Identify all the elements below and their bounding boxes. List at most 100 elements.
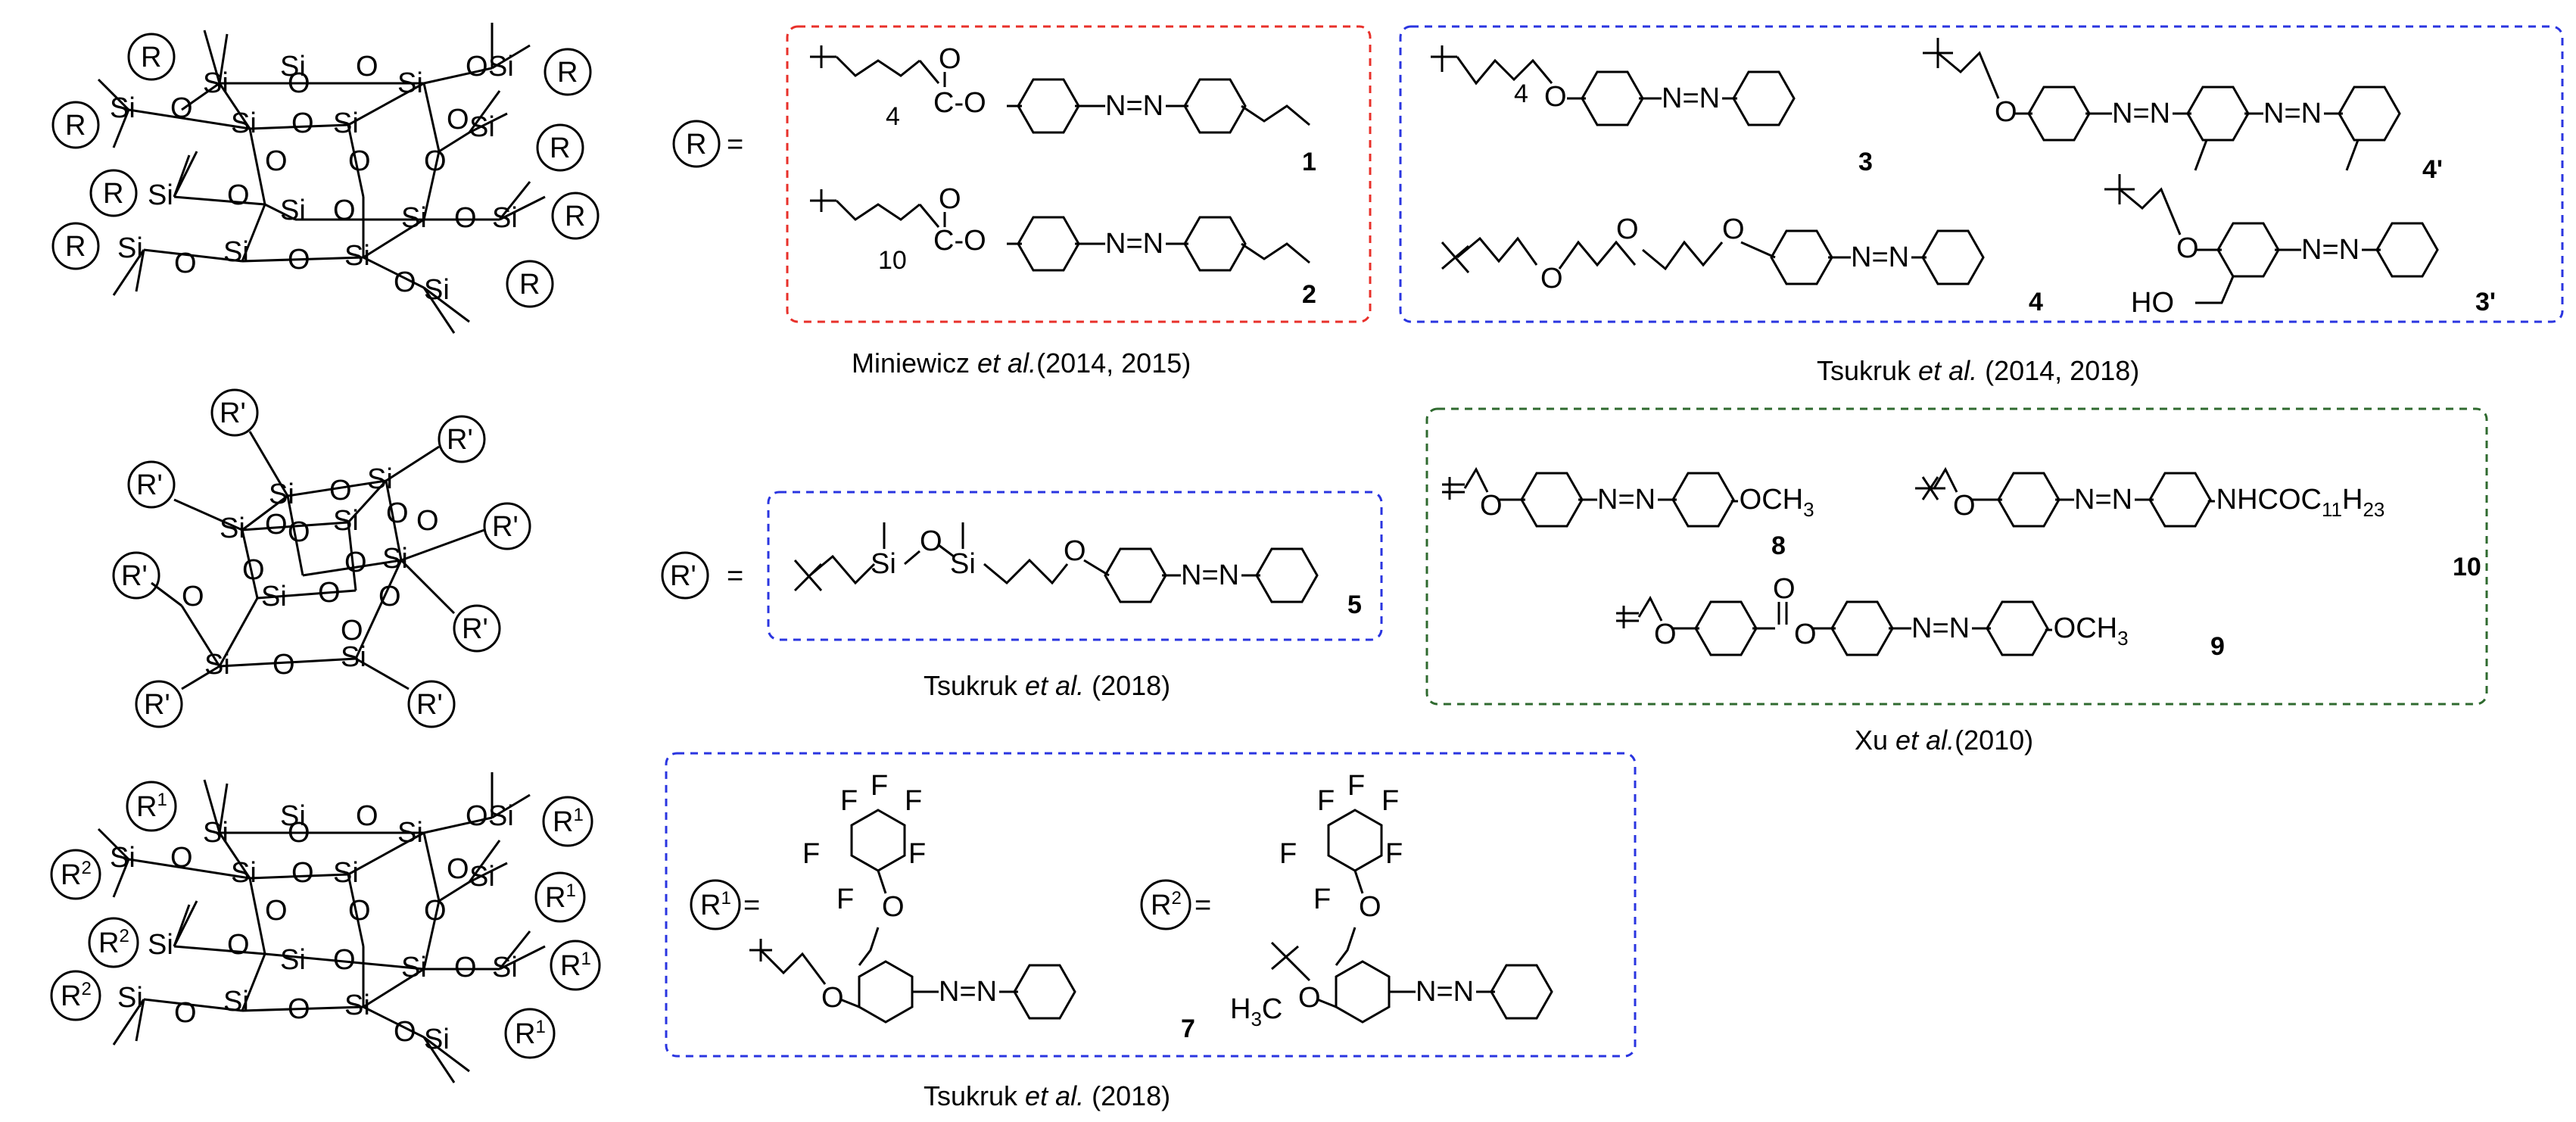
r-prime-label: R' [447, 424, 473, 456]
o-atom: O [227, 179, 250, 211]
o-atom: O [1480, 490, 1503, 522]
compound-1-structure: O C-O 4 N=N 1 [810, 43, 1316, 176]
r-prime-label: R' [462, 613, 488, 645]
o-atom: O [394, 266, 416, 298]
azo-group: N=N [1911, 612, 1970, 644]
si-atom: Si [871, 548, 896, 580]
r-prime-definition: R' = [661, 551, 743, 600]
si-atom: Si [469, 861, 495, 893]
compound-2-label: 2 [1302, 280, 1316, 309]
f-atom: F [802, 838, 820, 870]
r1-label: R1 [136, 790, 167, 823]
si-atom: Si [110, 92, 135, 124]
compound-10-label: 10 [2453, 553, 2481, 581]
si-atom: Si [117, 232, 143, 264]
si-atom: Si [492, 952, 518, 983]
o-atom: O [821, 982, 844, 1014]
methyl-group: H3C [1230, 993, 1282, 1030]
azo-group: N=N [1105, 228, 1163, 260]
methoxy-group: -OCH3 [2044, 612, 2129, 650]
compound-8-label: 8 [1771, 531, 1786, 560]
si-atom: Si [280, 195, 306, 226]
f-atom: F [1381, 785, 1399, 817]
si-atom: Si [344, 240, 370, 272]
compound-7-r1-structure: F F F F F F O O N=N 7 [749, 770, 1195, 1043]
o-atom: O [348, 145, 371, 177]
o-atom: O [174, 997, 197, 1029]
r-group-label: R [103, 178, 123, 210]
si-atom: Si [203, 67, 229, 99]
si-atom: Si [333, 108, 359, 139]
si-atom: Si [280, 800, 306, 832]
azo-group: N=N [1181, 559, 1239, 591]
o-atom: O [170, 92, 193, 124]
o-atom: O [288, 67, 310, 99]
si-atom: Si [492, 202, 518, 234]
o-atom: O [1953, 490, 1976, 522]
compound-5-structure: Si O Si O N=N 5 [793, 522, 1362, 619]
si-atom: Si [110, 842, 135, 874]
si-atom: Si [424, 274, 450, 306]
o-atom: O [344, 547, 367, 578]
compound-10-structure: O N=N -NHCOC11H23 10 [1915, 466, 2481, 581]
equals-sign: = [727, 560, 743, 592]
o-atom: O [454, 202, 477, 234]
azo-group: N=N [2112, 98, 2170, 129]
f-atom: F [1313, 884, 1331, 915]
o-atom: O [1064, 535, 1086, 567]
si-atom: Si [367, 463, 393, 495]
r1-label: R1 [545, 880, 576, 914]
si-atom: Si [223, 986, 249, 1018]
compound-1-label: 1 [1302, 148, 1316, 176]
r-group-label: R [65, 231, 86, 263]
o-atom: O [329, 475, 352, 506]
hydroxyl-group: HO [2131, 287, 2174, 319]
o-atom: O [447, 853, 469, 885]
si-atom: Si [280, 51, 306, 83]
citation-tsukruk-b: Tsukruk et al. (2018) [924, 670, 1170, 701]
o-atom: O [378, 581, 401, 612]
si-atom: Si [148, 929, 173, 961]
o-atom: O [466, 800, 488, 832]
si-atom: Si [203, 817, 229, 849]
azo-group: N=N [1851, 242, 1909, 273]
r1-label: R1 [515, 1017, 546, 1050]
si-atom: Si [333, 505, 359, 537]
r-prime-label: R' [416, 689, 443, 721]
o-atom: O [424, 145, 447, 177]
o-atom: O [288, 516, 310, 548]
compound-7-label: 7 [1181, 1014, 1195, 1043]
r-group-label: R [141, 42, 161, 73]
o-atom: O [356, 51, 378, 83]
citation-tsukruk-a: Tsukruk et al. (2014, 2018) [1817, 355, 2139, 386]
o-atom: O [424, 895, 447, 927]
o-atom: O [265, 895, 288, 927]
f-atom: F [871, 770, 888, 802]
tsukruk-box-c [665, 752, 1637, 1058]
poss-cage-r1-r2: Si O Si O Si Si O Si O Si O Si O Si O O … [50, 772, 601, 1083]
o-atom: O [174, 248, 197, 279]
compound-4prime-label: 4' [2422, 155, 2443, 184]
si-atom: Si [950, 548, 976, 580]
o-atom: O [939, 43, 961, 75]
compound-4-label: 4 [2029, 288, 2043, 316]
f-atom: F [840, 785, 858, 817]
citation-miniewicz: Miniewicz et al.(2014, 2015) [852, 348, 1191, 379]
amide-tail: -NHCOC11H23 [2207, 484, 2384, 521]
o-atom: O [333, 195, 356, 226]
r-group-label: R [557, 57, 578, 89]
si-atom: Si [280, 944, 306, 976]
si-atom: Si [148, 179, 173, 211]
si-atom: Si [269, 478, 294, 510]
o-atom: O [341, 615, 363, 647]
si-atom: Si [382, 543, 408, 575]
o-atom: O [356, 800, 378, 832]
o-atom: O [291, 108, 314, 139]
equals-sign: = [727, 129, 743, 161]
r-prime-label: R' [144, 689, 170, 721]
si-atom: Si [341, 641, 366, 673]
si-atom: Si [469, 111, 495, 143]
si-atom: Si [488, 800, 514, 832]
r-prime-label: R' [220, 397, 246, 429]
o-atom: O [386, 497, 409, 529]
